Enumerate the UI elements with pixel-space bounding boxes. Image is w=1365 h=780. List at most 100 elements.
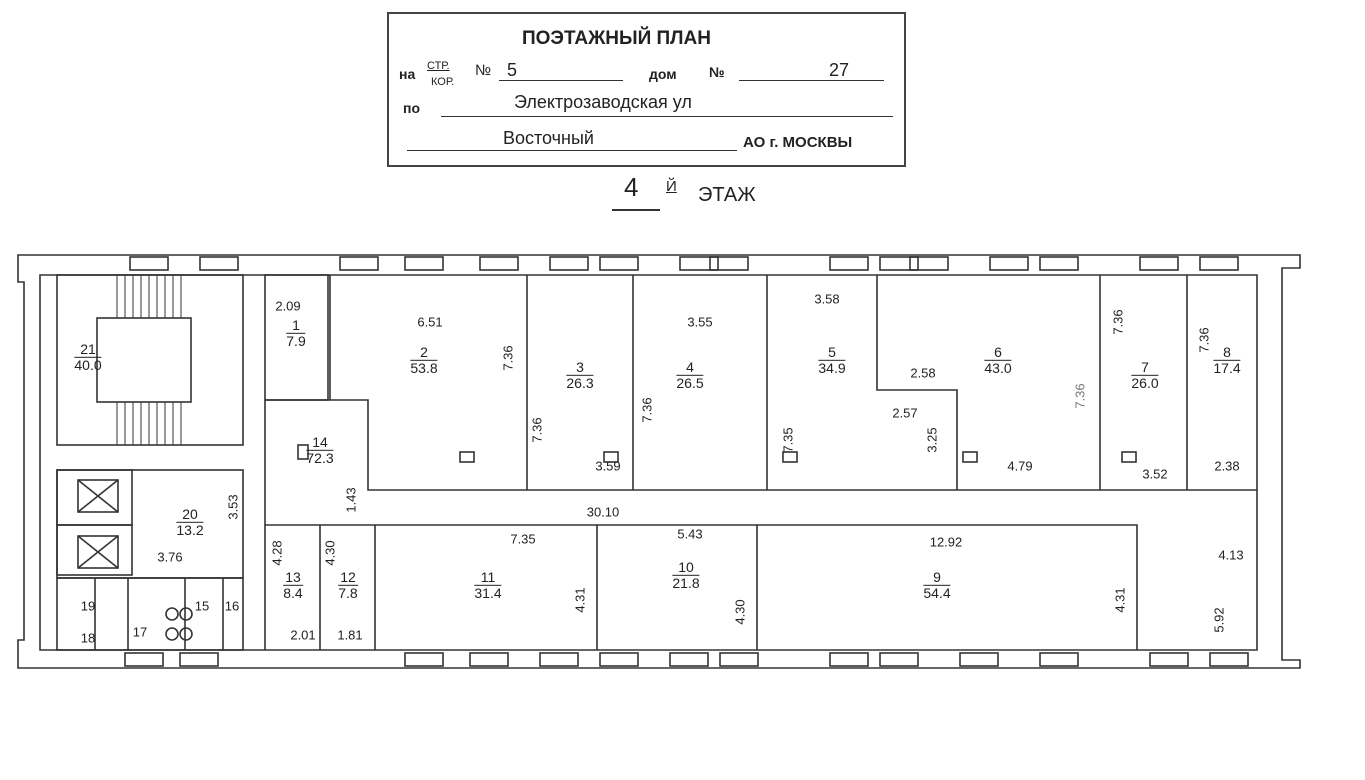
room-number: 1 [286,318,306,334]
window [599,652,639,667]
dim: 1.81 [337,627,363,643]
room-number: 12 [338,568,358,586]
dim: 5.43 [677,526,703,542]
dim: 4.13 [1218,547,1244,563]
dim: 3.58 [814,291,840,307]
room-number: 14 [306,435,334,451]
room-17: 17 [132,624,148,640]
room-area: 72.3 [306,449,334,466]
dim: 2.57 [892,405,918,421]
room-number: 5 [818,345,846,361]
room-area: 54.4 [923,584,951,601]
dim: 7.36 [529,417,545,443]
floor-number: 4 [624,172,639,202]
window [179,652,219,667]
window [909,256,949,271]
room-number: 2 [410,345,438,361]
dim: 5.92 [1211,607,1227,633]
window [1039,652,1079,667]
room-number: 11 [474,570,502,586]
dim: 2.01 [290,627,316,643]
room-19: 19 [80,598,96,614]
window [879,256,919,271]
window [199,256,239,271]
room-area: 21.8 [672,574,700,591]
room-area: 34.9 [818,359,846,376]
plan-title: ПОЭТАЖНЫЙ ПЛАН [522,28,711,49]
building-number: 5 [507,60,518,80]
dim: 4.79 [1007,458,1033,474]
dim: 7.35 [780,427,796,453]
room-area: 31.4 [474,584,502,601]
po-label: по [403,100,421,116]
underline [612,209,660,211]
room-area: 7.8 [338,584,358,601]
room-number: 9 [923,570,951,586]
ao-moscow-label: АО г. МОСКВЫ [743,134,853,151]
street-name: Электрозаводская ул [514,92,692,112]
room-area: 7.9 [286,332,306,349]
window [1199,256,1239,271]
room-16: 16 [224,598,240,614]
window [719,652,759,667]
district-name: Восточный [503,128,594,148]
dim: 7.35 [510,531,536,547]
room-15: 15 [194,598,210,614]
dim: 30.10 [586,504,620,520]
window [1149,652,1189,667]
dim: 2.38 [1214,458,1240,474]
dim: 7.36 [500,345,516,371]
window [959,652,999,667]
window [469,652,509,667]
na-label: на [399,66,416,82]
dim: 4.30 [732,599,748,625]
room-number: 6 [984,345,1012,361]
dim: 3.76 [157,549,183,565]
floor-word: ЭТАЖ [698,184,756,206]
room-number: 8 [1213,345,1241,361]
dim: 6.51 [417,314,443,330]
room-number: 20 [176,507,204,523]
dim: 2.09 [275,298,301,314]
room-number: 13 [283,568,303,586]
dim: 7.36 [639,397,655,423]
underline [739,80,884,81]
dim: 3.59 [595,458,621,474]
window [549,256,589,271]
house-number: 27 [829,60,850,80]
dim: 12.92 [929,534,963,550]
dim: 2.58 [910,365,936,381]
underline [407,150,737,151]
dim: 4.31 [572,587,588,613]
window [989,256,1029,271]
window [124,652,164,667]
window [404,652,444,667]
window [539,652,579,667]
window [339,256,379,271]
window [669,652,709,667]
room-number: 10 [672,560,700,576]
underline [441,116,893,117]
window [679,256,719,271]
num-sign: № [475,62,492,79]
dim: 4.28 [269,540,285,566]
walls [17,254,1301,669]
floor-suffix: Й [666,178,677,195]
dim: 3.55 [687,314,713,330]
window [599,256,639,271]
underline [499,80,623,81]
room-area: 53.8 [410,359,438,376]
window [129,256,169,271]
window [1039,256,1079,271]
